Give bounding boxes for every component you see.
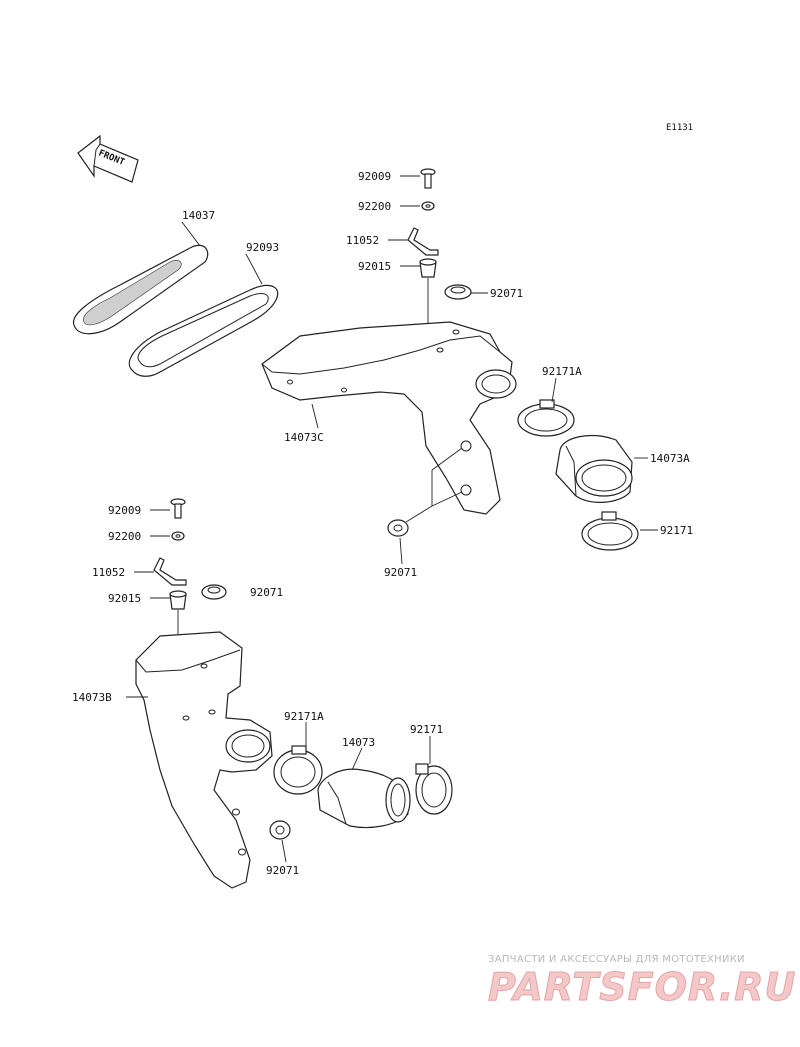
duct-14073c [261,321,517,515]
watermark-tagline: ЗАПЧАСТИ И АКСЕССУАРЫ ДЛЯ МОТОТЕХНИКИ [488,954,745,965]
clamp-92171-lower [415,763,453,815]
part-label-92200-lower: 92200 [108,530,141,543]
part-label-14037: 14037 [182,209,215,222]
elbow-boot-14073 [317,768,411,829]
leader-line [431,491,463,507]
leader-line [181,221,201,247]
part-label-14073a: 14073A [650,452,690,465]
leader-line [431,447,463,471]
seal-ring-92093 [128,285,279,377]
grommet-92071-lower-top [201,584,227,600]
part-label-92171-lower: 92171 [410,723,443,736]
watermark-logo: PARTSFOR.RU [488,965,796,1009]
bracket-11052-upper [407,227,439,256]
grommet-92071-mid [387,519,409,537]
leader-line [311,403,319,429]
washer-92200-upper [421,201,435,211]
part-label-92015-upper: 92015 [358,260,391,273]
part-label-92015-lower: 92015 [108,592,141,605]
part-label-92093: 92093 [246,241,279,254]
clamp-92171a-lower [273,745,323,795]
duct-14073b [135,631,273,889]
clamp-92171-upper [581,511,639,551]
grommet-92071-lower [269,820,291,840]
leader-line [351,747,363,771]
leader-line [245,253,263,285]
part-label-92200-upper: 92200 [358,200,391,213]
leader-line [405,470,433,523]
diagram-code: E1131 [666,123,693,133]
part-label-92171a-upper: 92171A [542,365,582,378]
part-label-14073b: 14073B [72,691,112,704]
leader-line [551,377,557,403]
leader-line [281,839,287,863]
part-label-11052-upper: 11052 [346,234,379,247]
part-label-92171a-lower: 92171A [284,710,324,723]
leader-line [399,537,403,565]
part-label-92071-lower-top: 92071 [250,586,283,599]
part-label-92009-lower: 92009 [108,504,141,517]
filter-element-14037 [72,244,209,335]
part-label-14073c: 14073C [284,431,324,444]
collar-92015-upper [419,258,437,278]
clamp-92171a-upper [517,399,575,437]
bolt-92009-upper [420,168,436,189]
part-label-92071-upper: 92071 [490,287,523,300]
bracket-11052-lower [153,557,187,586]
part-label-92009-upper: 92009 [358,170,391,183]
boot-14073a [555,434,633,503]
front-arrow-icon: FRONT [77,134,139,183]
part-label-92071-mid: 92071 [384,566,417,579]
collar-92015-lower [169,590,187,610]
part-label-14073: 14073 [342,736,375,749]
part-label-11052-lower: 11052 [92,566,125,579]
part-label-92171-upper: 92171 [660,524,693,537]
grommet-92071-upper [444,284,472,300]
bolt-92009-lower [170,498,186,519]
part-label-92071-lower: 92071 [266,864,299,877]
washer-92200-lower [171,531,185,541]
